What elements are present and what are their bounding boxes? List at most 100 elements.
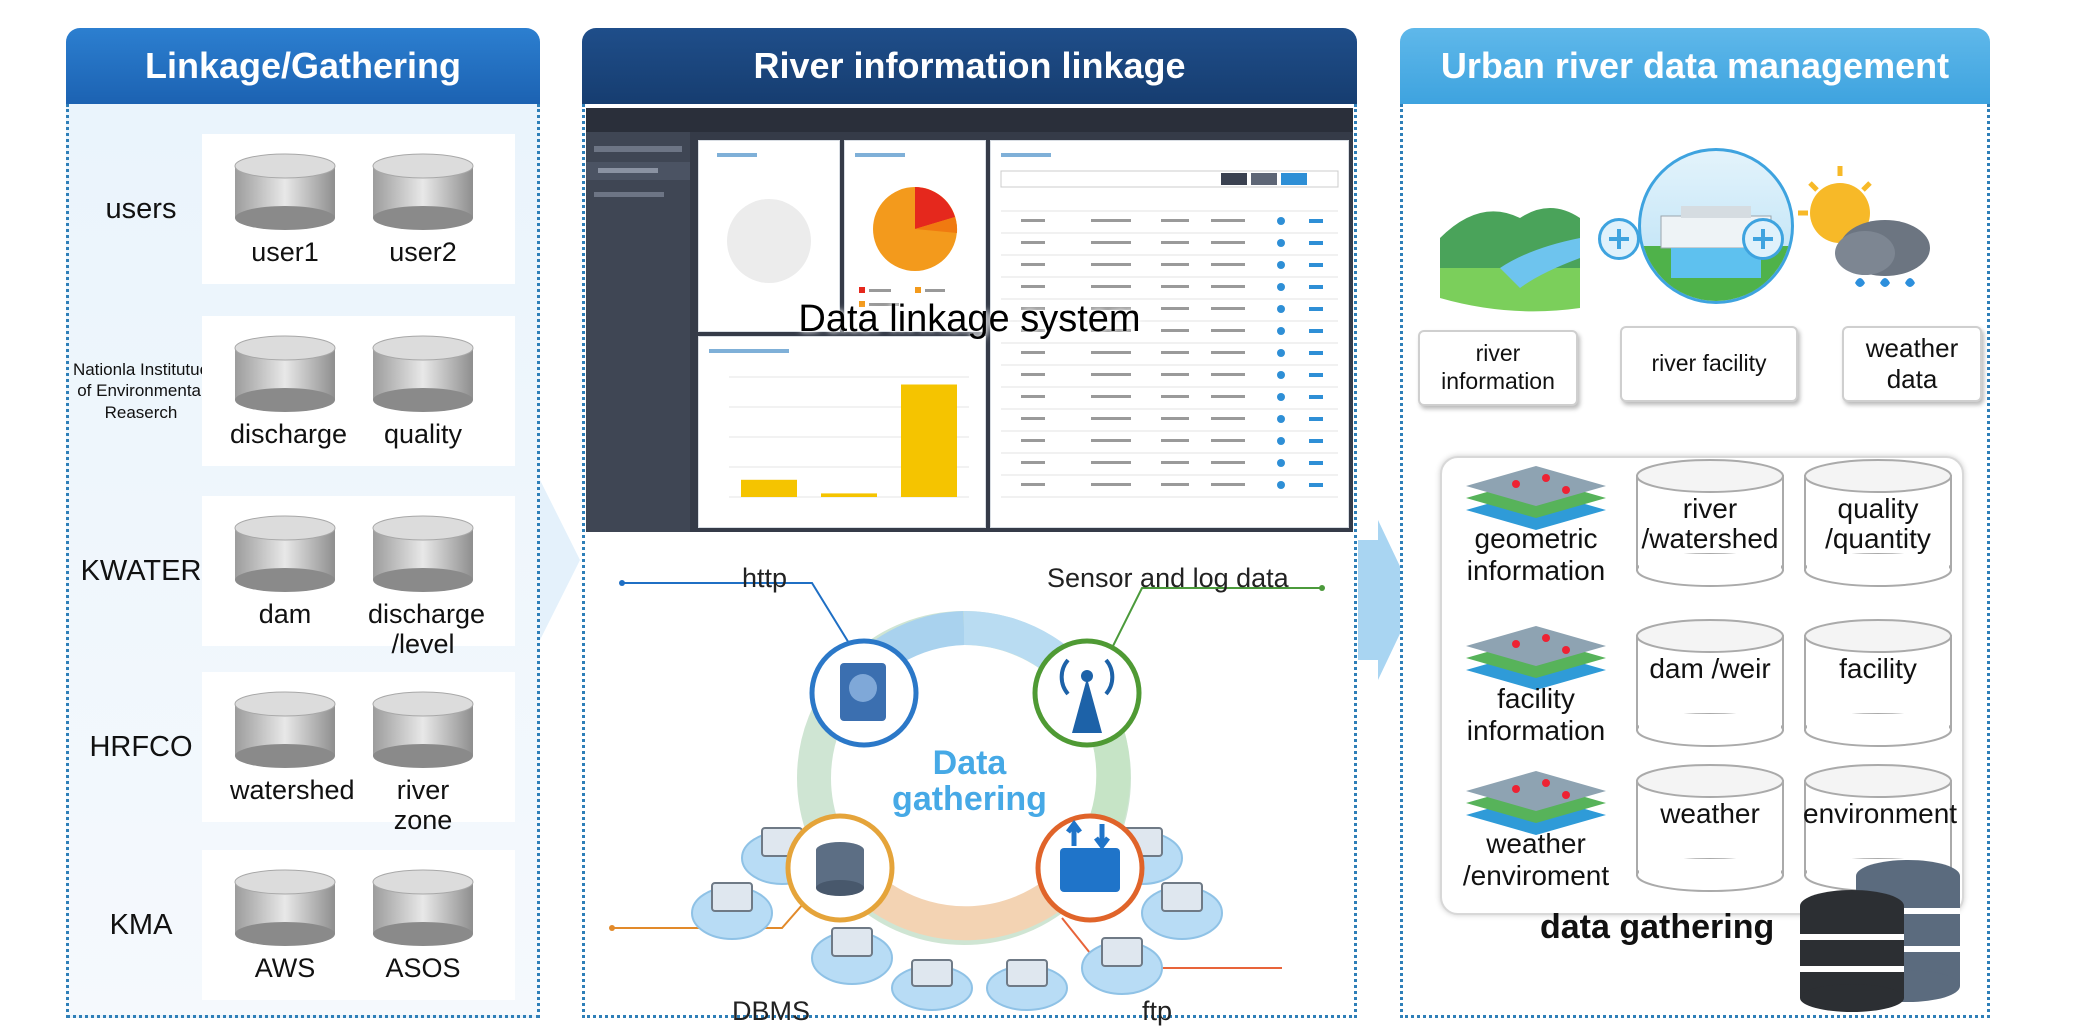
action-toggle: [1309, 417, 1323, 421]
status-card: [698, 140, 840, 332]
source-label: Nationla Institutue of Environmental Rea…: [72, 360, 210, 422]
data-table: [1000, 153, 1339, 498]
database-stack-icon: [1800, 860, 1960, 1012]
database-cylinder: weather: [1635, 763, 1785, 893]
table-cell: [1021, 395, 1045, 398]
http-label: http: [742, 563, 788, 593]
table-cell: [1161, 417, 1189, 420]
database-label: user1: [251, 237, 319, 267]
table-cell: [1091, 285, 1131, 288]
group-label: weather /enviroment: [1462, 828, 1610, 892]
database-item: user2: [368, 152, 478, 268]
bar-chart: [709, 349, 969, 498]
center-label-data: Data: [932, 744, 1007, 782]
database-cylinder: environment: [1803, 763, 1957, 893]
status-dot: [1277, 305, 1285, 313]
source-db-box: dam discharge /level: [202, 496, 515, 659]
table-cell: [1161, 483, 1189, 486]
table-cell: [1161, 439, 1189, 442]
data-linkage-system-label: Data linkage system: [798, 298, 1141, 340]
bar: [821, 493, 877, 497]
panel-river-information-linkage: River information linkage: [582, 28, 1357, 1026]
database-item: ASOS: [368, 868, 478, 984]
database-icon: [368, 334, 478, 414]
database-icon: [230, 690, 340, 770]
table-cell: [1091, 329, 1131, 332]
dashboard-screenshot: [586, 108, 1353, 532]
map-layers-icon: [1456, 620, 1616, 705]
database-cylinder: facility: [1803, 618, 1953, 748]
arrow-right-icon: [1358, 520, 1416, 680]
database-item: AWS: [230, 868, 340, 984]
database-item: discharge /level: [368, 514, 485, 659]
weather-data-box: weather data: [1842, 326, 1982, 402]
table-cell: [1161, 395, 1189, 398]
status-dot: [1277, 261, 1285, 269]
status-dot: [1277, 217, 1285, 225]
table-cell: [1021, 439, 1045, 442]
database-label: weather: [1660, 798, 1760, 829]
source-label: KMA: [109, 908, 173, 941]
table-cell: [1021, 307, 1045, 310]
database-cylinder: dam /weir: [1635, 618, 1785, 748]
source-row: users user1 user2: [66, 134, 540, 284]
table-cell: [1091, 263, 1131, 266]
panel-title: Urban river data management: [1400, 28, 1990, 104]
pie-chart: [855, 153, 958, 307]
table-cell: [1161, 241, 1189, 244]
dbms-label: DBMS: [732, 996, 811, 1026]
gray-donut-chart: [717, 153, 811, 283]
table-cell: [1091, 483, 1131, 486]
table-cell: [1021, 351, 1045, 354]
group-label: facility information: [1466, 683, 1606, 747]
action-toggle: [1309, 285, 1323, 289]
database-label: river /watershed: [1641, 493, 1779, 555]
source-label: users: [105, 192, 177, 225]
table-cell: [1091, 439, 1131, 442]
table-cell: [1161, 263, 1189, 266]
bar-chart-card: [698, 336, 986, 528]
status-dot: [1277, 415, 1285, 423]
table-cell: [1211, 263, 1245, 266]
table-cell: [1091, 351, 1131, 354]
source-row: Nationla Institutue of Environmental Rea…: [66, 316, 540, 466]
table-cell: [1211, 329, 1245, 332]
table-cell: [1021, 417, 1045, 420]
map-layers-icon: [1456, 765, 1616, 850]
database-item: quality: [368, 334, 478, 450]
panel-urban-river-data-management: Urban river data management river inform…: [1400, 28, 1990, 1018]
table-cell: [1021, 461, 1045, 464]
action-toggle: [1309, 307, 1323, 311]
database-label: dam /weir: [1649, 653, 1771, 684]
river-facility-box: river facility: [1620, 326, 1798, 402]
table-cell: [1211, 395, 1245, 398]
sensor-label: Sensor and log data: [1047, 563, 1289, 593]
source-label: KWATER: [80, 554, 202, 587]
source-row: KWATER dam discharge /level: [66, 496, 540, 659]
source-db-box: AWS ASOS: [202, 850, 515, 1000]
table-cell: [1161, 307, 1189, 310]
database-label: facility: [1839, 653, 1917, 684]
table-cell: [1091, 417, 1131, 420]
database-label: AWS: [254, 953, 316, 983]
table-cell: [1211, 307, 1245, 310]
action-toggle: [1309, 373, 1323, 377]
database-icon: [230, 334, 340, 414]
river-landscape-icon: [1440, 208, 1580, 312]
action-toggle: [1309, 219, 1323, 223]
table-cell: [1211, 351, 1245, 354]
table-cell: [1211, 417, 1245, 420]
center-label-gathering: gathering: [892, 780, 1047, 818]
table-cell: [1021, 373, 1045, 376]
table-cell: [1021, 219, 1045, 222]
status-dot: [1277, 349, 1285, 357]
panel-title: Linkage/Gathering: [66, 28, 540, 104]
source-label: HRFCO: [89, 730, 193, 763]
database-label: dam: [258, 599, 312, 629]
bar: [901, 384, 957, 497]
weather-sun-cloud-icon: [1798, 166, 1930, 287]
table-cell: [1211, 483, 1245, 486]
database-item: river zone: [368, 690, 478, 835]
